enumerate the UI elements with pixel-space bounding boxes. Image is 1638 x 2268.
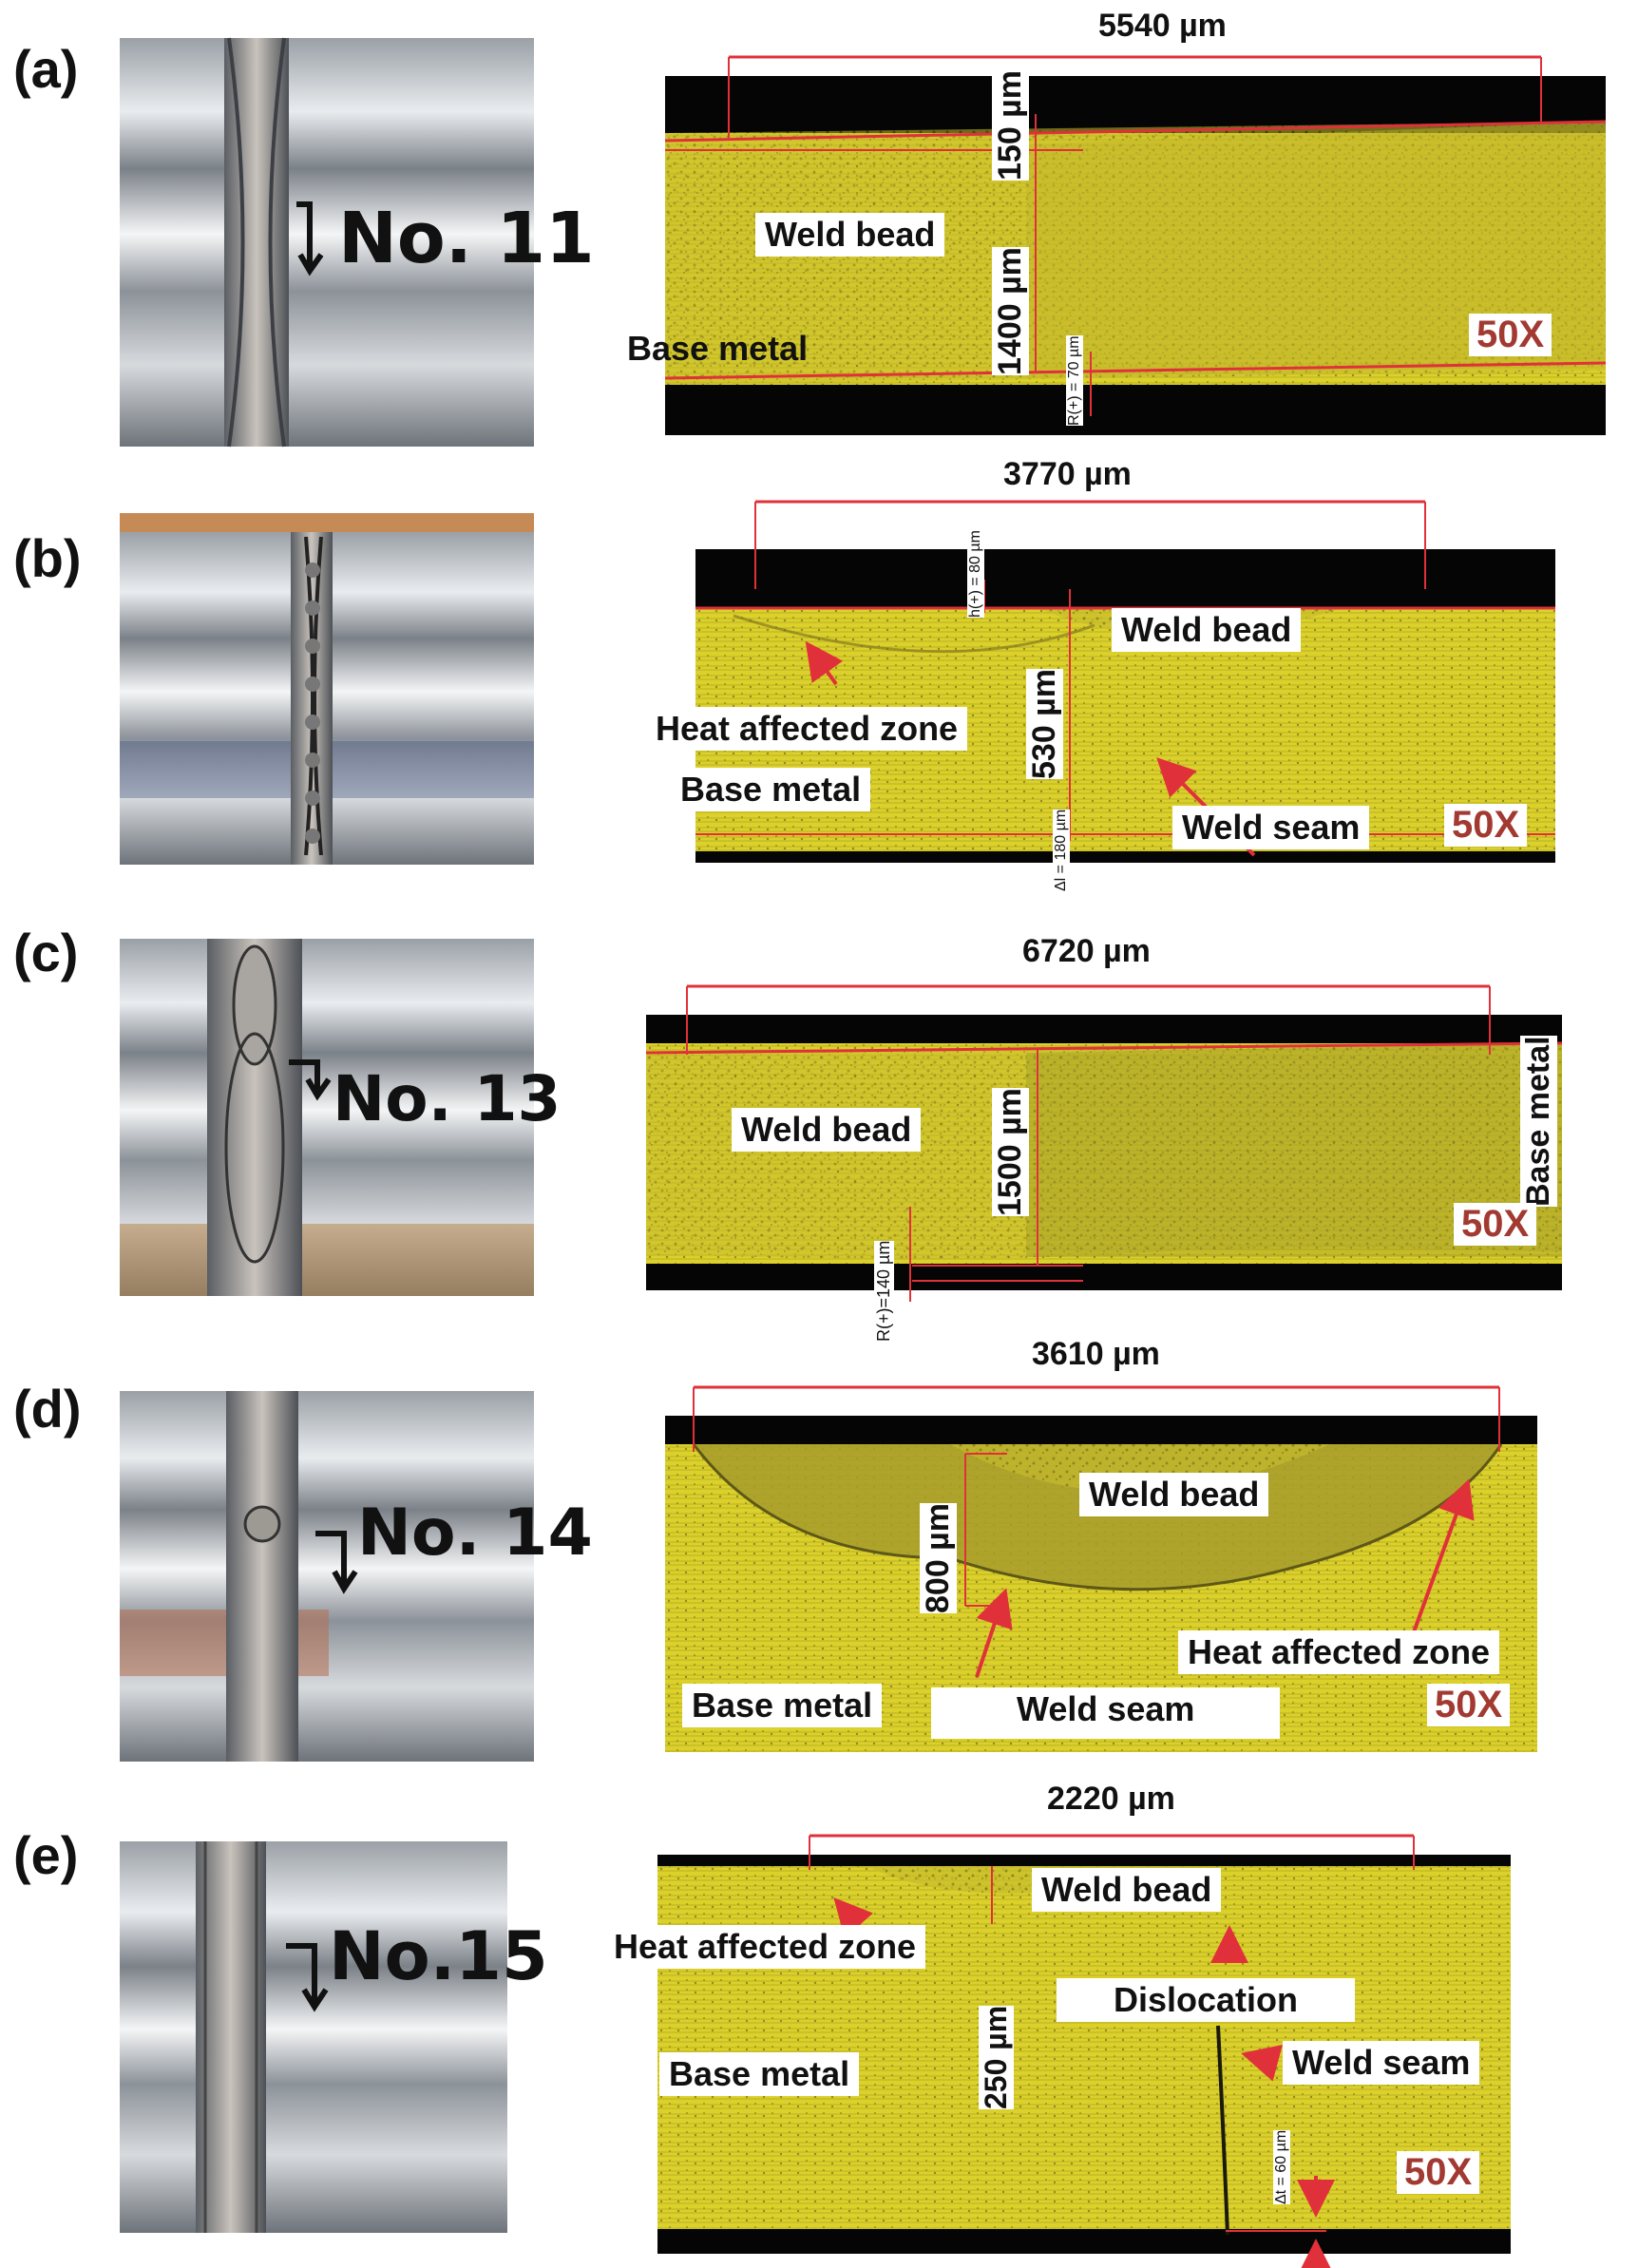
main-thickness: 250 µm <box>979 2005 1014 2109</box>
main-thickness: 800 µm <box>920 1503 957 1613</box>
panel-label: (c) <box>13 923 79 982</box>
base-metal-label: Base metal <box>659 2052 860 2096</box>
root-offset: Δl = 180 µm <box>1053 809 1070 891</box>
panel-label: (b) <box>13 528 82 588</box>
reinforcement-height: h(+) = 80 µm <box>967 530 984 618</box>
panel-d: (d) No. 14 3610 µm 800 µm Weld bead <box>0 1336 1638 1767</box>
pipe-number: No. 13 <box>333 1062 562 1135</box>
magnification: 50X <box>1427 1684 1511 1726</box>
main-thickness: 1400 µm <box>992 247 1029 375</box>
pipe-number: No. 14 <box>357 1496 593 1571</box>
micrograph <box>664 76 1607 435</box>
magnification: 50X <box>1454 1203 1537 1246</box>
base-metal-label: Base metal <box>627 329 809 368</box>
panel-label: (d) <box>13 1379 82 1439</box>
magnification: 50X <box>1397 2151 1480 2194</box>
magnification: 50X <box>1469 314 1552 356</box>
pipe-photo: No. 14 <box>120 1391 593 1762</box>
width-dimension: 3610 µm <box>1026 1336 1166 1373</box>
weld-seam-label: Weld seam <box>1172 806 1370 849</box>
haz-label: Heat affected zone <box>646 707 968 751</box>
width-dimension: 3770 µm <box>998 456 1137 493</box>
panel-label: (a) <box>13 39 79 99</box>
haz-label: Heat affected zone <box>604 1925 926 1969</box>
panel-label: (e) <box>13 1825 79 1885</box>
base-metal-label: Base metal <box>682 1684 883 1727</box>
haz-label: Heat affected zone <box>1178 1630 1500 1674</box>
magnification: 50X <box>1444 804 1528 847</box>
width-dimension: 2220 µm <box>1041 1781 1181 1818</box>
weld-seam-label: Weld seam <box>1283 2041 1480 2085</box>
weld-bead-label: Weld bead <box>732 1108 922 1152</box>
panel-c: (c) No. 13 6720 µm 1500 µm R(+)=140 <box>0 893 1638 1349</box>
pipe-number: No. 11 <box>338 198 595 279</box>
weld-bead-label: Weld bead <box>1112 608 1302 652</box>
panel-e: (e) No.15 2220 µm 250 µm Δt = 60 µm <box>0 1767 1638 2268</box>
pipe-photo: No. 11 <box>120 37 595 448</box>
pipe-photo: No.15 <box>120 1841 548 2233</box>
weld-bead-label: Weld bead <box>755 213 945 257</box>
dislocation-label: Dislocation <box>1057 1978 1356 2022</box>
root-reinforcement: R(+) = 70 µm <box>1066 335 1083 426</box>
pipe-photo <box>120 513 534 865</box>
base-metal-label: Base metal <box>1520 1036 1557 1207</box>
upper-thickness: 150 µm <box>992 70 1029 181</box>
width-dimension: 6720 µm <box>1017 933 1156 970</box>
main-thickness: 530 µm <box>1026 669 1063 779</box>
panel-b: (b) 3770 <box>0 456 1638 893</box>
weld-bead-label: Weld bead <box>1032 1868 1222 1912</box>
micrograph <box>645 1015 1563 1290</box>
main-thickness: 1500 µm <box>992 1088 1029 1216</box>
base-metal-label: Base metal <box>671 768 871 811</box>
width-dimension: 5540 µm <box>1093 8 1232 45</box>
root-offset: Δt = 60 µm <box>1273 2129 1290 2204</box>
panel-a: (a) No. 11 5540 µm 150 µm 1400 µm R(+) = <box>0 0 1638 456</box>
weld-bead-label: Weld bead <box>1079 1473 1269 1516</box>
weld-seam-label: Weld seam <box>931 1687 1281 1739</box>
pipe-photo: No. 13 <box>120 939 561 1296</box>
pipe-number: No.15 <box>329 1917 548 1995</box>
micrograph <box>695 549 1555 863</box>
root-reinforcement: R(+)=140 µm <box>874 1240 894 1342</box>
